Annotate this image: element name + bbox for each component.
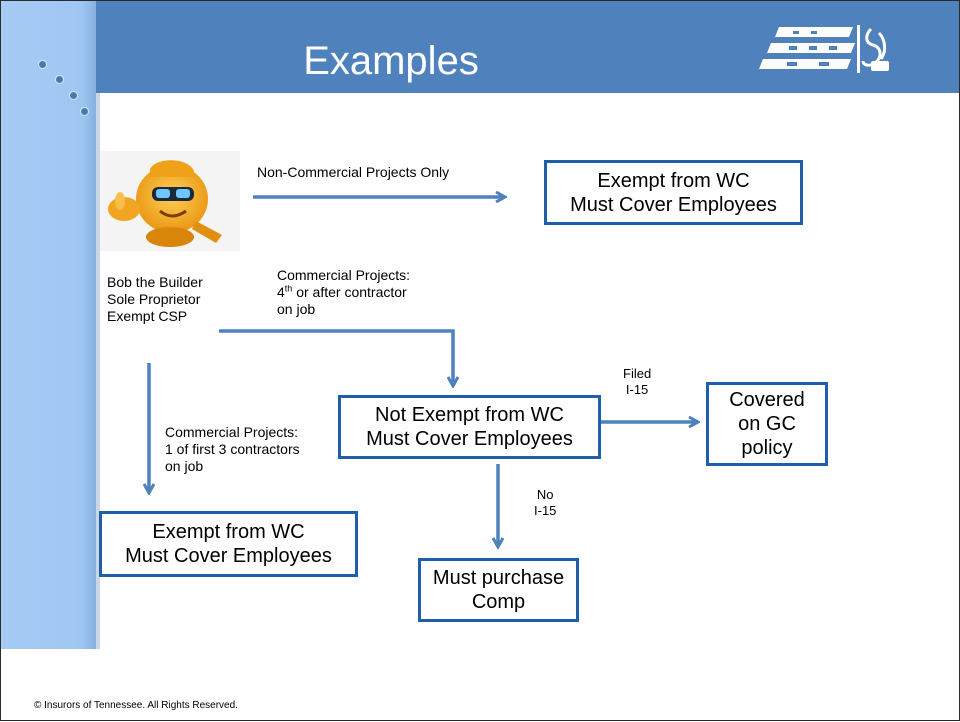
person-role: Sole Proprietor [107,291,201,307]
insurors-logo [759,25,889,73]
sidebar-band [1,1,96,649]
slide-title: Examples [303,39,479,83]
box-must-purchase: Must purchase Comp [418,558,579,622]
label-line: No [536,487,554,502]
box-exempt-bottom: Exempt from WC Must Cover Employees [99,511,358,577]
person-status: Exempt CSP [107,308,188,324]
label-no-i15: No I-15 [534,487,556,519]
arrow-commercial-4th [219,329,453,385]
footer-copyright: © Insurors of Tennessee. All Rights Rese… [34,700,238,711]
sidebar-shadow [96,93,100,649]
label-filed-i15: Filed I-15 [623,366,651,398]
label-line: 4th or after contractor [277,283,407,300]
decor-dot [81,108,88,115]
label-line: I-15 [534,503,557,518]
label-line: on job [277,301,316,317]
decor-dot [56,76,63,83]
person-info: Bob the Builder Sole Proprietor Exempt C… [107,274,203,325]
label-line: on job [165,458,204,474]
decor-dot [70,92,77,99]
label-commercial-first3: Commercial Projects: 1 of first 3 contra… [165,424,300,475]
box-exempt-top: Exempt from WC Must Cover Employees [544,160,803,225]
decor-dot [39,61,46,68]
label-line: Commercial Projects: [277,267,411,283]
box-not-exempt: Not Exempt from WC Must Cover Employees [338,395,601,459]
person-name: Bob the Builder [107,274,203,290]
label-line: Commercial Projects: [165,424,299,440]
label-line: Filed [623,366,652,381]
label-noncommercial: Non-Commercial Projects Only [257,164,450,180]
label-commercial-4th: Commercial Projects: 4th or after contra… [277,267,410,318]
builder-mascot-image [100,151,240,251]
label-line: I-15 [625,382,649,397]
box-covered-gc: Covered on GC policy [706,382,828,466]
label-line: 1 of first 3 contractors [165,441,300,457]
